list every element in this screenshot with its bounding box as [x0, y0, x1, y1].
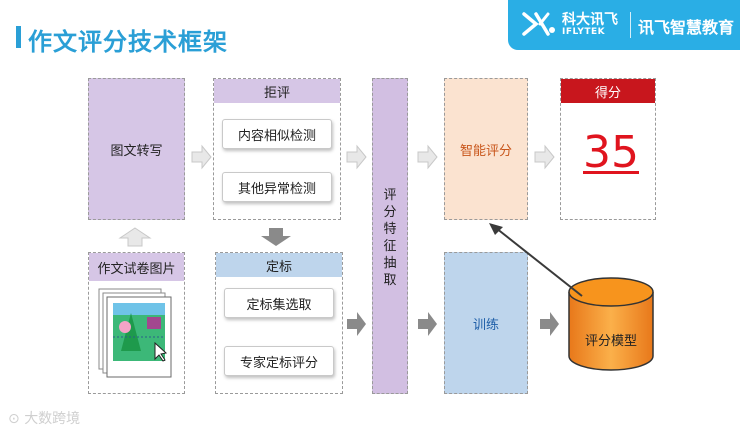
- down-arrow-icon: [259, 226, 293, 248]
- up-arrow-icon: [118, 226, 152, 248]
- similarity-check-item: 内容相似检测: [222, 119, 332, 149]
- right-arrow-icon: [416, 310, 438, 338]
- logo-edu-text: 讯飞智慧教育: [638, 18, 735, 37]
- essay-image-box: 作文试卷图片: [88, 252, 185, 394]
- rejection-box: 拒评 内容相似检测 其他异常检测: [213, 78, 341, 220]
- title-accent-bar: [16, 26, 21, 48]
- image-to-text-box: 图文转写: [88, 78, 185, 220]
- logo-brand-en-text: IFLYTEK: [562, 27, 606, 37]
- watermark: ⊙ 大数跨境: [8, 408, 80, 428]
- training-box: 训练: [444, 252, 528, 394]
- right-arrow-icon: [416, 144, 438, 170]
- anomaly-check-item: 其他异常检测: [222, 172, 332, 202]
- calibration-set-item: 定标集选取: [224, 288, 334, 318]
- logo-divider: [630, 12, 631, 38]
- calibration-box: 定标 定标集选取 专家定标评分: [215, 252, 343, 394]
- score-header: 得分: [561, 79, 655, 103]
- calibration-label: 定标: [265, 259, 292, 275]
- iflytek-mark-icon: [522, 12, 555, 36]
- rejection-header: 拒评: [214, 79, 340, 103]
- smart-scoring-label: 智能评分: [459, 143, 512, 159]
- similarity-check-label: 内容相似检测: [237, 128, 316, 144]
- score-header-label: 得分: [594, 85, 621, 101]
- expert-scoring-item: 专家定标评分: [224, 346, 334, 376]
- score-box: 得分 35: [560, 78, 656, 220]
- feature-extraction-box: 评分特征抽取: [372, 78, 408, 394]
- image-to-text-label: 图文转写: [110, 143, 163, 159]
- calibration-header: 定标: [216, 253, 342, 277]
- watermark-icon: ⊙: [8, 411, 20, 427]
- score-value: 35: [583, 127, 639, 178]
- anomaly-check-label: 其他异常检测: [237, 181, 316, 197]
- iflytek-logo: 科大讯飞 IFLYTEK 讯飞智慧教育: [508, 0, 740, 50]
- essay-image-label: 作文试卷图片: [97, 261, 176, 277]
- page-title: 作文评分技术框架: [28, 28, 228, 56]
- right-arrow-icon: [345, 310, 367, 338]
- logo-brand-text: 科大讯飞: [562, 12, 618, 28]
- watermark-text: 大数跨境: [24, 411, 81, 427]
- essay-document-icon: [98, 288, 172, 378]
- scoring-model-label: 评分模型: [584, 334, 637, 349]
- right-arrow-icon: [538, 310, 560, 338]
- training-label: 训练: [472, 317, 499, 333]
- expert-scoring-label: 专家定标评分: [239, 355, 318, 371]
- scoring-model-cylinder-icon: [568, 277, 654, 371]
- feature-extraction-label: 评分特征抽取: [383, 188, 397, 288]
- calibration-set-label: 定标集选取: [246, 297, 312, 313]
- right-arrow-icon: [345, 144, 367, 170]
- right-arrow-icon: [533, 144, 555, 170]
- rejection-label: 拒评: [263, 85, 290, 101]
- right-arrow-icon: [190, 144, 212, 170]
- feedback-arrow-icon: [489, 223, 583, 297]
- smart-scoring-box: 智能评分: [444, 78, 528, 220]
- essay-image-header: 作文试卷图片: [89, 253, 184, 281]
